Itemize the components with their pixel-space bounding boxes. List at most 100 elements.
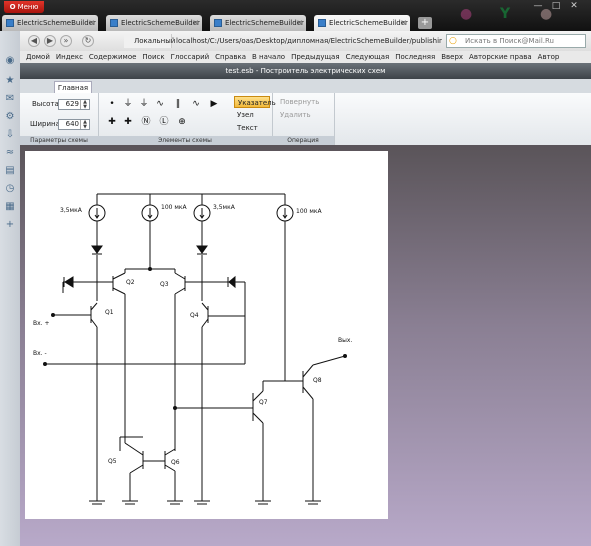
downloads-icon[interactable]: ⇩ [5, 129, 15, 140]
history-icon[interactable]: ◷ [5, 183, 15, 194]
delete-button[interactable]: Удалить [280, 111, 311, 119]
inductor-icon[interactable]: ∿ [192, 99, 200, 109]
tab-title: ElectricSchemeBuilder [225, 19, 304, 27]
spinner-arrows-icon[interactable]: ▲▼ [80, 100, 89, 109]
ground-icon[interactable]: ⏚ [123, 99, 133, 109]
ground-symbol [305, 500, 321, 505]
ground-alt-icon[interactable]: ⏚ [139, 99, 149, 109]
browser-tab[interactable]: ElectricSchemeBuilder× [2, 15, 98, 31]
nav-link[interactable]: Последняя [395, 53, 436, 61]
close-tab-icon[interactable]: × [88, 18, 95, 27]
diode[interactable] [196, 245, 208, 254]
label-q8: Q8 [313, 377, 322, 384]
current-source-i3[interactable] [193, 204, 211, 222]
ground-symbol [89, 500, 105, 505]
capacitor-icon[interactable]: ‖ [175, 99, 181, 109]
pointer-mode-button[interactable]: Указатель [234, 96, 276, 108]
scheme-elements-group: • ⏚ ⏚ ∿ ‖ ∿ ▶ ✚ ✚ Ⓝ Ⓛ ⊕ Указатель Узел Т… [98, 93, 276, 145]
resistor-icon[interactable]: ∿ [156, 99, 164, 109]
current-source-i4[interactable] [276, 204, 294, 222]
nav-link[interactable]: Следующая [345, 53, 390, 61]
label-q3: Q3 [160, 281, 169, 288]
diode-icon[interactable]: ▶ [210, 99, 218, 109]
label-q6: Q6 [171, 459, 180, 466]
label-out: Вых. [338, 337, 352, 344]
notes-icon[interactable]: ▤ [5, 165, 15, 176]
browser-tab[interactable]: ElectricSchemeBuilder× [210, 15, 306, 31]
nav-link[interactable]: Вверх [441, 53, 464, 61]
search-placeholder: Искать в Поиск@Mail.Ru [465, 37, 554, 45]
scheme-params-group: Высота 629▲▼ Ширина 640▲▼ Параметры схем… [20, 93, 99, 145]
reload-icon[interactable]: ↻ [82, 35, 94, 47]
maximize-icon[interactable]: □ [551, 1, 561, 11]
width-value: 640 [65, 120, 79, 128]
browser-sidebar: ◉ ★ ✉ ⚙ ⇩ ≈ ▤ ◷ ▦ + [0, 31, 21, 546]
workspace: 3,5мкА 100 мкА 3,5мкА 100 мкА Q2 Q3 Q1 Q… [20, 145, 591, 546]
nav-link[interactable]: Индекс [55, 53, 83, 61]
address-input[interactable]: localhost/C:/Users/oas/Desktop/дипломная… [176, 37, 442, 45]
mail-icon[interactable]: ✉ [5, 93, 15, 104]
nav-link[interactable]: В начало [252, 53, 286, 61]
ac-source-icon[interactable]: ⊕ [178, 117, 186, 127]
node-mode-button[interactable]: Узел [237, 111, 254, 119]
label-q1: Q1 [105, 309, 114, 316]
height-spinner[interactable]: 629▲▼ [58, 99, 90, 110]
transistor-pnp-icon[interactable]: ✚ [124, 117, 132, 127]
share-icon[interactable]: ≈ [5, 147, 15, 158]
height-label: Высота [32, 100, 59, 108]
tab-title: ElectricSchemeBuilder [121, 19, 200, 27]
nav-link[interactable]: Автор [537, 53, 560, 61]
site-identity-badge[interactable]: Локальный [124, 34, 175, 48]
app-title-bar: test.esb - Построитель электрических схе… [20, 63, 591, 79]
menu-label: Меню [17, 3, 39, 11]
minimize-icon[interactable]: — [533, 1, 543, 11]
fast-forward-icon[interactable]: » [60, 35, 72, 47]
diode[interactable] [64, 276, 74, 288]
browser-tab[interactable]: ElectricSchemeBuilder× [106, 15, 202, 31]
search-input[interactable]: ○ Искать в Поиск@Mail.Ru [446, 34, 586, 48]
current-source-icon[interactable]: Ⓝ [141, 117, 151, 127]
close-tab-icon[interactable]: × [192, 18, 199, 27]
nav-link[interactable]: Авторские права [469, 53, 532, 61]
label-q5: Q5 [108, 458, 117, 465]
voltage-source-icon[interactable]: Ⓛ [159, 117, 169, 127]
current-source-i2[interactable] [141, 204, 159, 222]
nav-link[interactable]: Предыдущая [291, 53, 340, 61]
search-icon: ○ [449, 36, 457, 46]
nav-link[interactable]: Содержимое [88, 53, 137, 61]
group-label: Параметры схемы [20, 136, 98, 145]
close-window-icon[interactable]: ✕ [570, 1, 578, 11]
text-mode-button[interactable]: Текст [237, 124, 258, 132]
label-q4: Q4 [190, 312, 199, 319]
bookmarks-icon[interactable]: ★ [5, 75, 15, 86]
close-tab-icon[interactable]: × [296, 18, 303, 27]
diode[interactable] [91, 245, 103, 254]
nav-link[interactable]: Справка [215, 53, 247, 61]
nav-link[interactable]: Домой [26, 53, 50, 61]
label-i4: 100 мкА [296, 208, 323, 215]
width-spinner[interactable]: 640▲▼ [58, 119, 90, 130]
back-icon[interactable]: ◀ [28, 35, 40, 47]
panels-icon[interactable]: ▦ [5, 201, 15, 212]
rotate-button[interactable]: Повернуть [280, 98, 320, 106]
transistor-npn-icon[interactable]: ✚ [108, 117, 116, 127]
spinner-arrows-icon[interactable]: ▲▼ [80, 120, 89, 129]
close-tab-icon[interactable]: × [400, 18, 407, 27]
node-dot-icon[interactable]: • [109, 99, 115, 109]
page-icon [214, 19, 222, 27]
ground-symbol [194, 500, 210, 505]
settings-icon[interactable]: ⚙ [5, 111, 15, 122]
nav-link[interactable]: Глоссарий [170, 53, 210, 61]
speed-dial-icon[interactable]: ◉ [5, 55, 15, 66]
browser-tab-active[interactable]: ElectricSchemeBuilder× [314, 15, 410, 31]
schematic-canvas[interactable]: 3,5мкА 100 мкА 3,5мкА 100 мкА Q2 Q3 Q1 Q… [25, 151, 388, 519]
forward-icon[interactable]: ▶ [44, 35, 56, 47]
ribbon-tab-strip: Главная [20, 79, 591, 93]
new-tab-button[interactable]: + [418, 17, 432, 29]
add-panel-icon[interactable]: + [5, 219, 15, 230]
nav-link[interactable]: Поиск [142, 53, 165, 61]
tab-main[interactable]: Главная [54, 81, 92, 93]
diode[interactable] [228, 275, 236, 289]
current-source-i1[interactable] [88, 204, 106, 222]
